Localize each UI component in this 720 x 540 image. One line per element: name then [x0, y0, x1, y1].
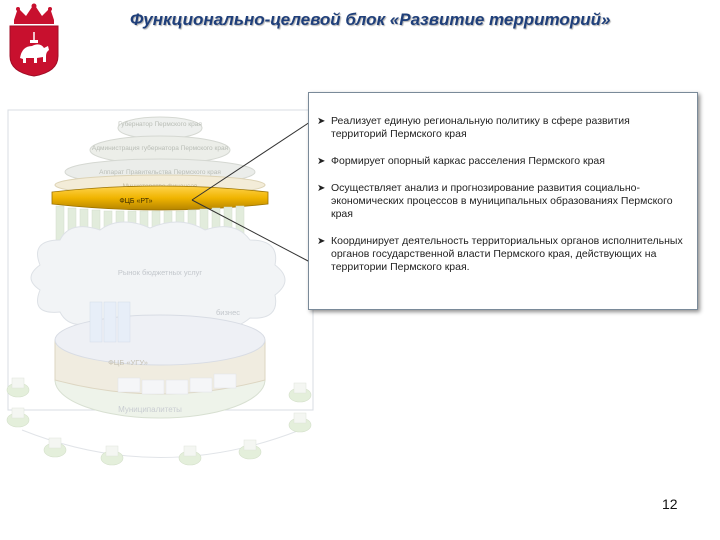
- perm-coat-of-arms-icon: [9, 3, 59, 77]
- highlight-band-label: ФЦБ «РТ»: [119, 198, 152, 205]
- bullet-text: Формирует опорный каркас расселения Перм…: [331, 155, 605, 167]
- lower-disk-top: [54, 314, 266, 366]
- territorial-structure-diagram: Губернатор Пермского края Администрация …: [6, 109, 314, 466]
- arrow-bullet-icon: ➤: [317, 236, 326, 247]
- lower-disk-label: ФЦБ «УГУ»: [108, 358, 148, 367]
- functions-callout-box: ➤ Реализует единую региональную политику…: [308, 92, 698, 310]
- tier-apparatus-label: Аппарат Правительства Пермского края: [99, 169, 221, 176]
- business-label: бизнес: [216, 308, 240, 317]
- arrow-bullet-icon: ➤: [317, 116, 326, 127]
- bullet-item: ➤ Осуществляет анализ и прогнозирование …: [317, 182, 683, 221]
- market-cloud-label: Рынок бюджетных услуг: [118, 268, 202, 277]
- bullet-item: ➤ Реализует единую региональную политику…: [317, 115, 683, 141]
- slide-title: Функционально-целевой блок «Развитие тер…: [130, 10, 611, 29]
- bullet-item: ➤ Формирует опорный каркас расселения Пе…: [317, 155, 683, 168]
- arrow-bullet-icon: ➤: [317, 156, 326, 167]
- tier-administration-label: Администрация губернатора Пермского края: [92, 144, 229, 152]
- page-number: 12: [662, 496, 678, 512]
- municipal-label: Муниципалитеты: [118, 405, 182, 414]
- bullet-item: ➤ Координирует деятельность территориаль…: [317, 235, 683, 274]
- bullet-text: Реализует единую региональную политику в…: [331, 115, 630, 140]
- tier-governor-label: Губернатор Пермского края: [118, 120, 202, 128]
- bullet-text: Координирует деятельность территориальны…: [331, 235, 683, 273]
- arrow-bullet-icon: ➤: [317, 183, 326, 194]
- highlight-band-rt: [51, 185, 269, 211]
- bullet-text: Осуществляет анализ и прогнозирование ра…: [331, 182, 673, 220]
